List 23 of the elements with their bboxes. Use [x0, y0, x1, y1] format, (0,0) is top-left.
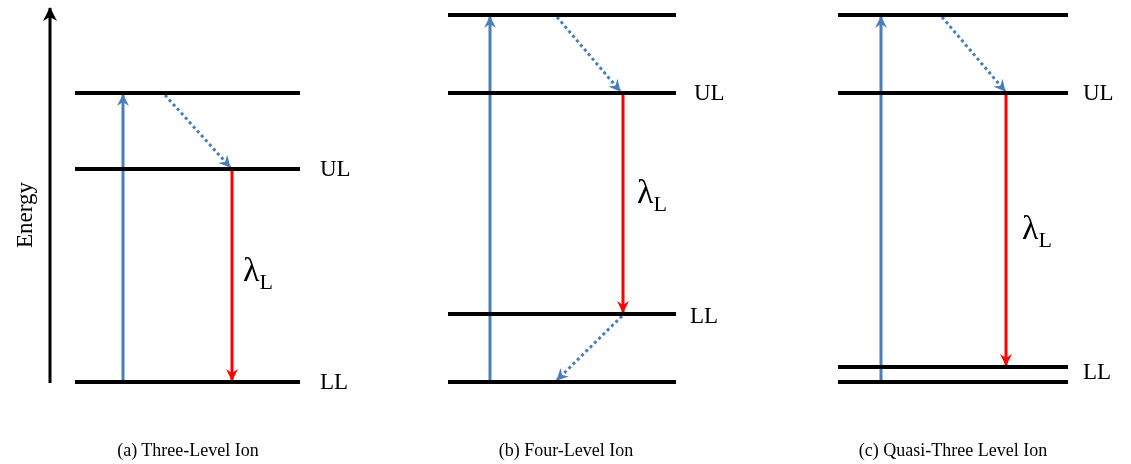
- edge-label: λ$_{L}$: [243, 250, 273, 296]
- dotted-arrow: [163, 94, 232, 168]
- level-label: UL: [320, 156, 351, 182]
- level-label: LL: [690, 303, 719, 329]
- dotted-arrow: [555, 16, 622, 92]
- panel-caption: (a) Three-Level Ion: [117, 439, 259, 462]
- panel-caption: (c) Quasi-Three Level Ion: [858, 439, 1048, 462]
- edge-label: λ$_{L}$: [637, 172, 667, 218]
- level-label: UL: [694, 80, 725, 106]
- arrow: [617, 95, 629, 313]
- dotted-arrow: [940, 16, 1007, 92]
- dotted-arrow: [555, 314, 624, 382]
- level-label: LL: [320, 369, 349, 395]
- level-label: LL: [1083, 359, 1112, 385]
- arrow: [875, 16, 887, 380]
- arrow: [226, 171, 238, 381]
- level-label: UL: [1083, 80, 1114, 106]
- axis-label: Energy: [12, 181, 38, 250]
- arrow: [117, 94, 129, 380]
- arrow: [1000, 95, 1012, 366]
- panel-caption: (b) Four-Level Ion: [498, 439, 634, 462]
- arrow: [484, 16, 496, 380]
- edge-label: λ$_{L}$: [1022, 208, 1052, 254]
